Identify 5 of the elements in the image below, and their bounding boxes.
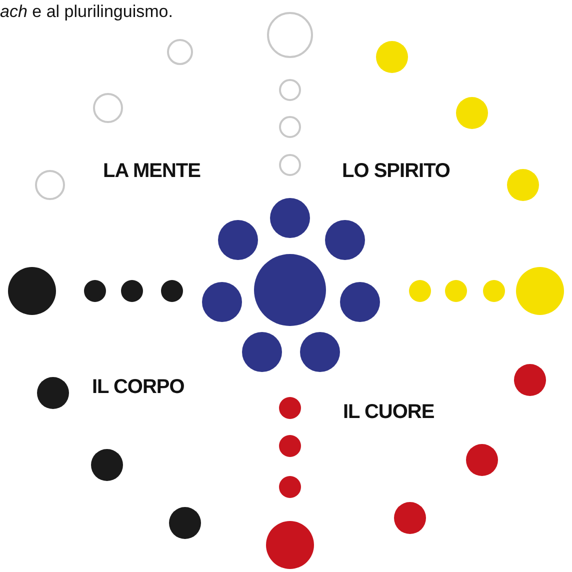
quadrant-label: LA MENTE: [103, 160, 200, 183]
quadrant-label: IL CORPO: [92, 376, 184, 399]
quadrant-label: IL CUORE: [343, 401, 434, 424]
caption-text: ach e al plurilinguismo.: [0, 2, 173, 22]
quadrant-label: LO SPIRITO: [342, 160, 450, 183]
